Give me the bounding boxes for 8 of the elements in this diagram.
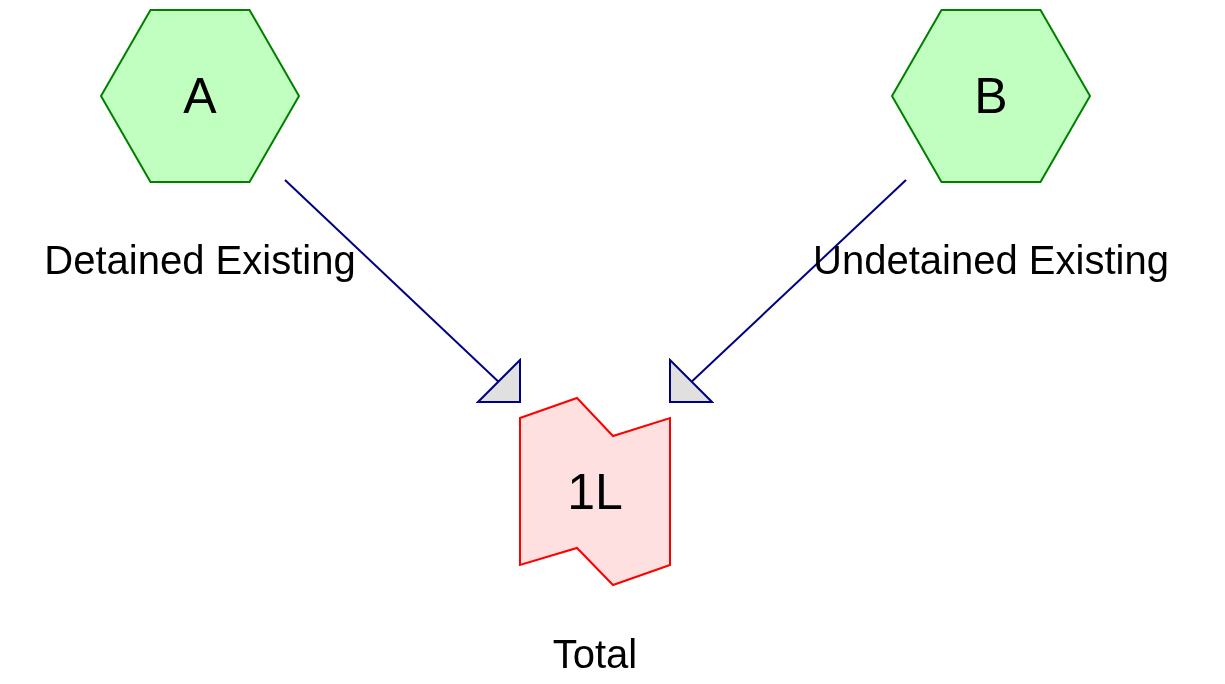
node-caption: Undetained Existing [813,238,1169,283]
node-label: 1L [567,462,623,521]
node-label: B [974,67,1008,125]
node-caption: Total [552,632,638,677]
node-caption: Detained Existing [44,238,356,283]
arrow [284,179,521,403]
node-label: A [183,67,217,125]
arrow [669,179,907,403]
